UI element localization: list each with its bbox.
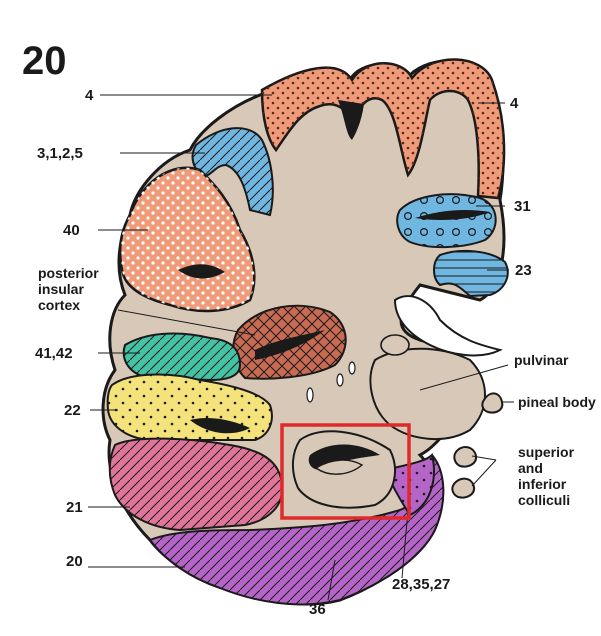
label-area-3125: 3,1,2,5 — [37, 145, 83, 162]
label-area-36: 36 — [309, 601, 326, 618]
label-and: and — [518, 460, 574, 476]
label-area-40: 40 — [63, 222, 80, 239]
label-pineal-body: pineal body — [518, 394, 596, 410]
label-area-23: 23 — [515, 262, 532, 279]
label-area-21: 21 — [66, 499, 83, 516]
figure-number: 20 — [22, 41, 67, 81]
label-area-31: 31 — [514, 198, 531, 215]
label-colliculi: superior and inferior colliculi — [518, 444, 574, 508]
superior-colliculus — [454, 447, 476, 466]
label-area-282527: 28,35,27 — [392, 576, 450, 593]
label-area-4142: 41,42 — [35, 345, 73, 362]
label-insular: insular — [38, 281, 99, 297]
label-pulvinar: pulvinar — [514, 352, 568, 368]
label-inferior: inferior — [518, 476, 574, 492]
label-posterior-insular-cortex: posterior insular cortex — [38, 265, 99, 313]
label-area-20: 20 — [66, 553, 83, 570]
inferior-colliculus — [452, 479, 474, 498]
label-area-22: 22 — [64, 402, 81, 419]
label-superior: superior — [518, 444, 574, 460]
label-area-4-left: 4 — [85, 87, 93, 104]
label-posterior: posterior — [38, 265, 99, 281]
label-colliculi-word: colliculi — [518, 492, 574, 508]
label-cortex: cortex — [38, 297, 99, 313]
label-area-4-right: 4 — [510, 95, 518, 112]
